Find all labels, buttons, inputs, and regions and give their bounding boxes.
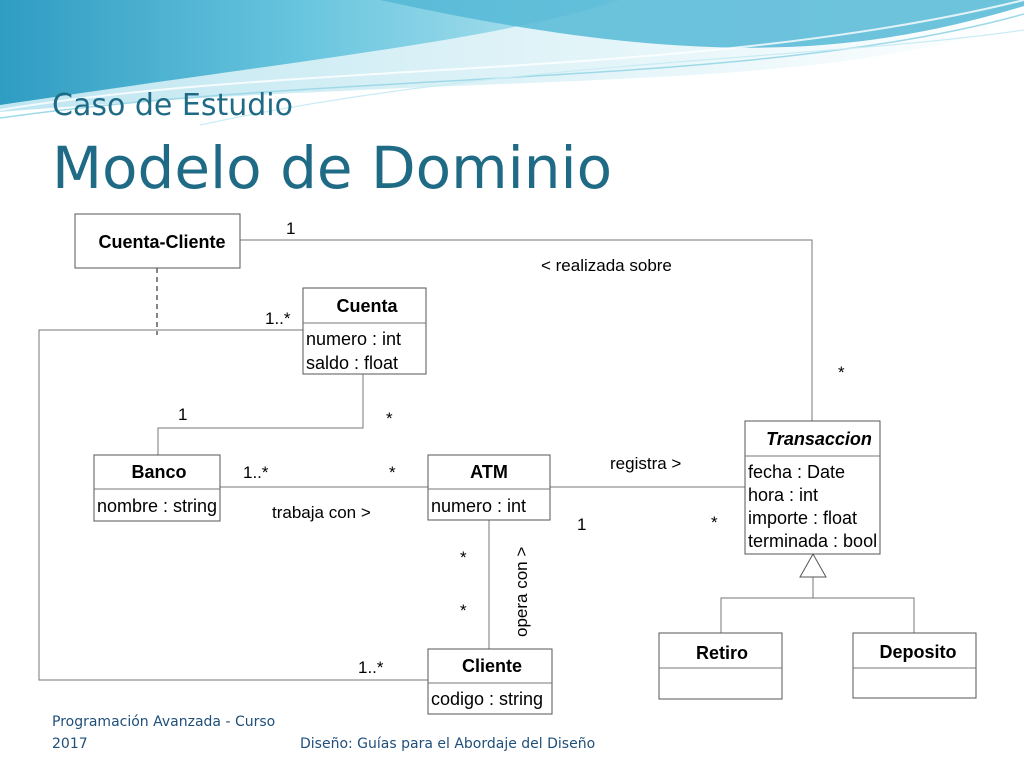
multiplicity-label: * [460,601,467,620]
class-name: Banco [131,462,186,482]
class-name: Cliente [462,656,522,676]
class-attribute: saldo : float [306,353,398,373]
banner-curve-3 [199,29,1024,126]
class-cliente[interactable]: Cliente codigo : string [427,648,553,715]
multiplicity-label: * [389,463,396,482]
generalization-line [720,597,915,633]
multiplicity-label: * [711,513,718,532]
class-name: Cuenta-Cliente [98,232,225,252]
multiplicity-label: 1..* [265,309,291,328]
multiplicity-label: 1 [286,219,295,238]
assoc-label-trabaja-con: trabaja con > [272,503,371,522]
multiplicity-label: * [838,363,845,382]
banner-wave-dark [0,0,620,105]
multiplicity-label: 1 [178,405,187,424]
multiplicity-label: 1..* [243,463,269,482]
class-name: ATM [470,462,508,482]
class-attribute: codigo : string [431,689,543,709]
assoc-banco-cuenta-line [157,374,364,455]
class-cuenta[interactable]: Cuenta numero : int saldo : float [302,287,427,375]
class-transaccion[interactable]: Transaccion fecha : Date hora : int impo… [744,420,881,555]
class-attribute: numero : int [431,496,526,516]
assoc-cliente-cuenta-line [38,329,428,681]
class-deposito[interactable]: Deposito [852,632,977,699]
class-name: Transaccion [766,429,872,449]
class-attribute: terminada : bool [748,531,877,551]
footer-course-line2: 2017 [52,736,88,752]
multiplicity-label: * [386,409,393,428]
class-attribute: importe : float [748,508,857,528]
multiplicity-label: 1..* [358,658,384,677]
assoc-label-opera-con: opera con > [512,547,531,637]
assoc-realizada-sobre-line [240,239,813,421]
banner-curve-2 [0,13,1024,119]
class-attribute: nombre : string [97,496,217,516]
class-name: Retiro [696,643,748,663]
multiplicity-label: 1 [577,515,586,534]
slide-title: Modelo de Dominio [52,134,613,202]
assoc-label-registra: registra > [610,454,681,473]
class-attribute: numero : int [306,329,401,349]
class-attribute: fecha : Date [748,462,845,482]
class-cuenta-cliente[interactable]: Cuenta-Cliente [74,213,241,269]
class-name: Cuenta [336,296,398,316]
class-banco[interactable]: Banco nombre : string [93,454,221,522]
assoc-label-realizada-sobre: < realizada sobre [541,256,672,275]
footer-course-line1: Programación Avanzada - Curso [52,714,276,730]
generalization-arrowhead [799,552,827,578]
footer-topic: Diseño: Guías para el Abordaje del Diseñ… [300,736,596,752]
class-atm[interactable]: ATM numero : int [427,454,551,521]
slide-subtitle: Caso de Estudio [52,88,293,123]
class-attribute: hora : int [748,485,818,505]
banner-wave-accent [380,0,1024,48]
multiplicity-label: * [460,548,467,567]
class-retiro[interactable]: Retiro [658,632,783,700]
header-banner [0,0,1024,126]
association-lines [38,239,915,681]
class-name: Deposito [879,642,956,662]
banner-curve-1 [0,0,1024,111]
